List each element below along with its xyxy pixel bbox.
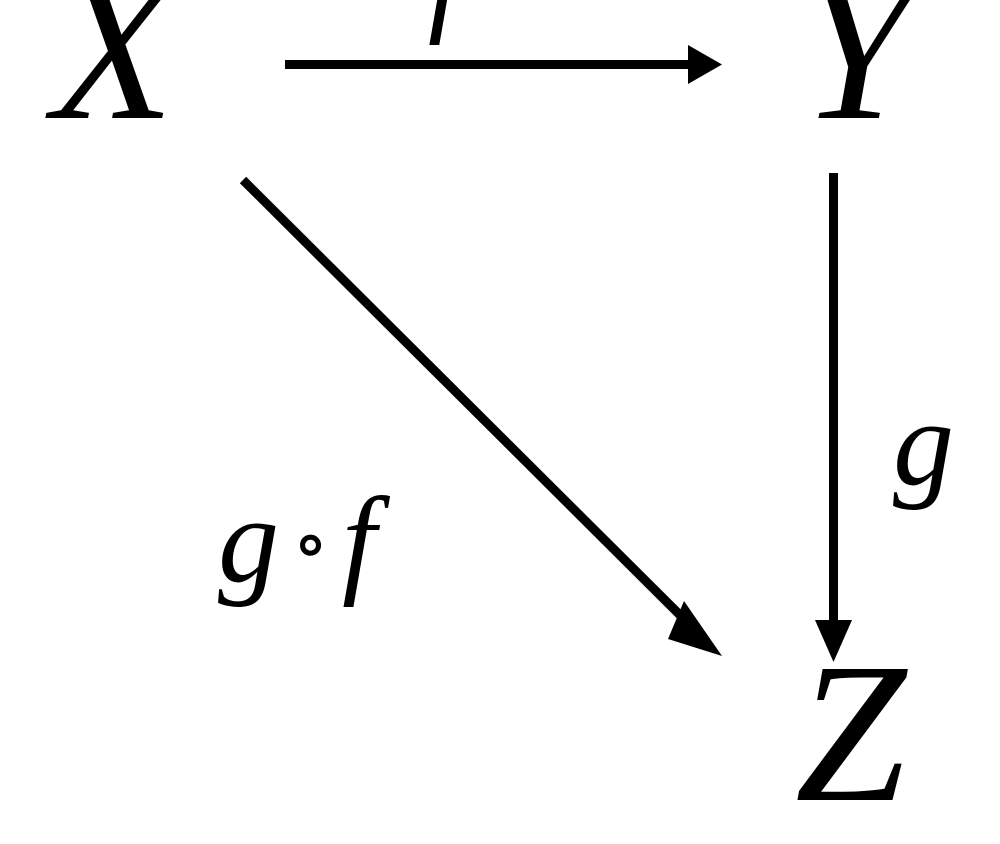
morphism-label-g-compose-f: g∘f	[218, 480, 378, 602]
arrow-g	[815, 173, 852, 662]
commutative-diagram: X Y Z f g g∘f	[52, 0, 954, 834]
object-label-z: Z	[795, 623, 907, 844]
morphism-label-f: f	[428, 0, 462, 40]
arrow-gof	[239, 176, 722, 656]
arrow-f-head	[688, 45, 722, 84]
arrow-layer	[239, 45, 852, 662]
morphism-label-g: g	[893, 376, 954, 511]
compose-operand-f: f	[342, 473, 379, 608]
compose-operand-g: g	[218, 473, 282, 608]
arrow-gof-shaft	[239, 176, 696, 631]
arrow-gof-head	[668, 601, 722, 656]
compose-operator-icon: ∘	[292, 502, 332, 586]
arrow-f	[285, 45, 722, 84]
arrow-g-head	[815, 620, 852, 662]
object-label-y: Y	[800, 0, 912, 162]
object-label-x: X	[52, 0, 175, 162]
